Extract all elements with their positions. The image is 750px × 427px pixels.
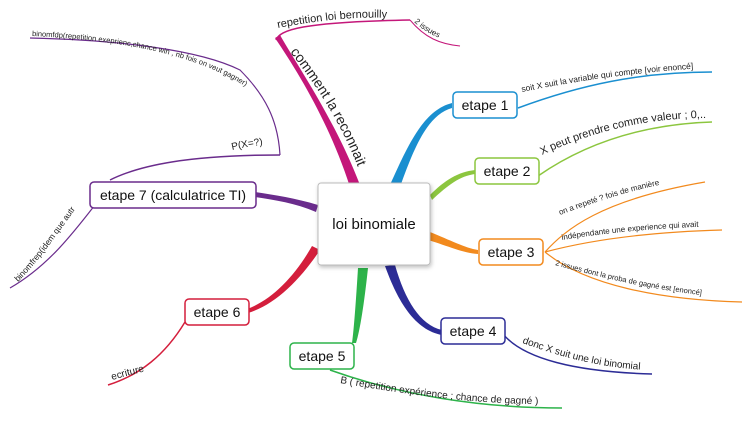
etape3-label: etape 3 — [488, 244, 535, 260]
line-reconnait-2issues — [409, 19, 461, 47]
branch-etape2 — [430, 170, 475, 200]
central-label: loi binomiale — [332, 216, 415, 233]
line-e3-b — [544, 229, 723, 253]
line-e3-c — [544, 251, 743, 303]
etape1-sub1: soit X suit la variable qui compte [voir… — [520, 61, 693, 94]
line-e4-sub — [499, 329, 653, 375]
line-e7-b — [29, 37, 281, 156]
node-etape3[interactable]: etape 3 — [478, 238, 544, 266]
branch-etape4 — [385, 265, 442, 335]
etape7-sub2: binomfdp(repetition exeprienc,chance win… — [32, 29, 250, 88]
etape7-sub1: P(X=?) — [230, 137, 263, 153]
reconnait-label: comment la reconnait — [288, 44, 370, 168]
line-e1-sub — [517, 71, 713, 109]
node-etape5[interactable]: etape 5 — [289, 342, 355, 370]
etape6-sub1: ecriture — [110, 364, 146, 383]
branch-etape7 — [255, 192, 318, 212]
node-etape6[interactable]: etape 6 — [184, 298, 250, 326]
line-e7-a — [109, 154, 281, 181]
etape4-label: etape 4 — [450, 323, 497, 339]
etape5-label: etape 5 — [299, 348, 346, 364]
etape3-sub2: indépendante une experience qui avait — [561, 220, 700, 242]
node-etape7[interactable]: etape 7 (calculatrice TI) — [89, 181, 257, 209]
etape6-label: etape 6 — [194, 304, 241, 320]
line-e2-sub — [537, 121, 713, 177]
branch-etape5 — [352, 268, 368, 343]
central-node[interactable]: loi binomiale — [317, 182, 431, 266]
etape1-label: etape 1 — [462, 97, 509, 113]
etape3-sub1: on a repeté ? fois de manière — [557, 178, 660, 217]
etape4-sub1: donc X suit une loi binomial — [521, 335, 641, 372]
branch-etape3 — [428, 232, 478, 254]
node-etape4[interactable]: etape 4 — [440, 317, 506, 345]
etape7-label: etape 7 (calculatrice TI) — [100, 187, 246, 203]
etape7-sub3: binomfrep(idem que autr — [12, 204, 77, 283]
etape3-sub3: 2 issues dont la proba de gagné est [eno… — [554, 258, 702, 297]
branch-etape6 — [247, 246, 320, 313]
line-e7-c — [9, 204, 96, 289]
etape5-sub1: B ( repetition expérience ; chance de ga… — [339, 375, 538, 407]
reconnait-sub1: repetition loi bernouilly — [276, 9, 387, 31]
node-etape2[interactable]: etape 2 — [474, 157, 540, 185]
branch-reconnait — [275, 35, 360, 187]
line-e3-a — [544, 181, 706, 253]
node-etape1[interactable]: etape 1 — [452, 91, 518, 119]
line-e5-sub — [329, 369, 563, 409]
line-e6-sub — [107, 321, 186, 386]
line-reconnait-rep — [275, 19, 411, 41]
branch-etape1 — [390, 103, 452, 187]
etape2-label: etape 2 — [484, 163, 531, 179]
